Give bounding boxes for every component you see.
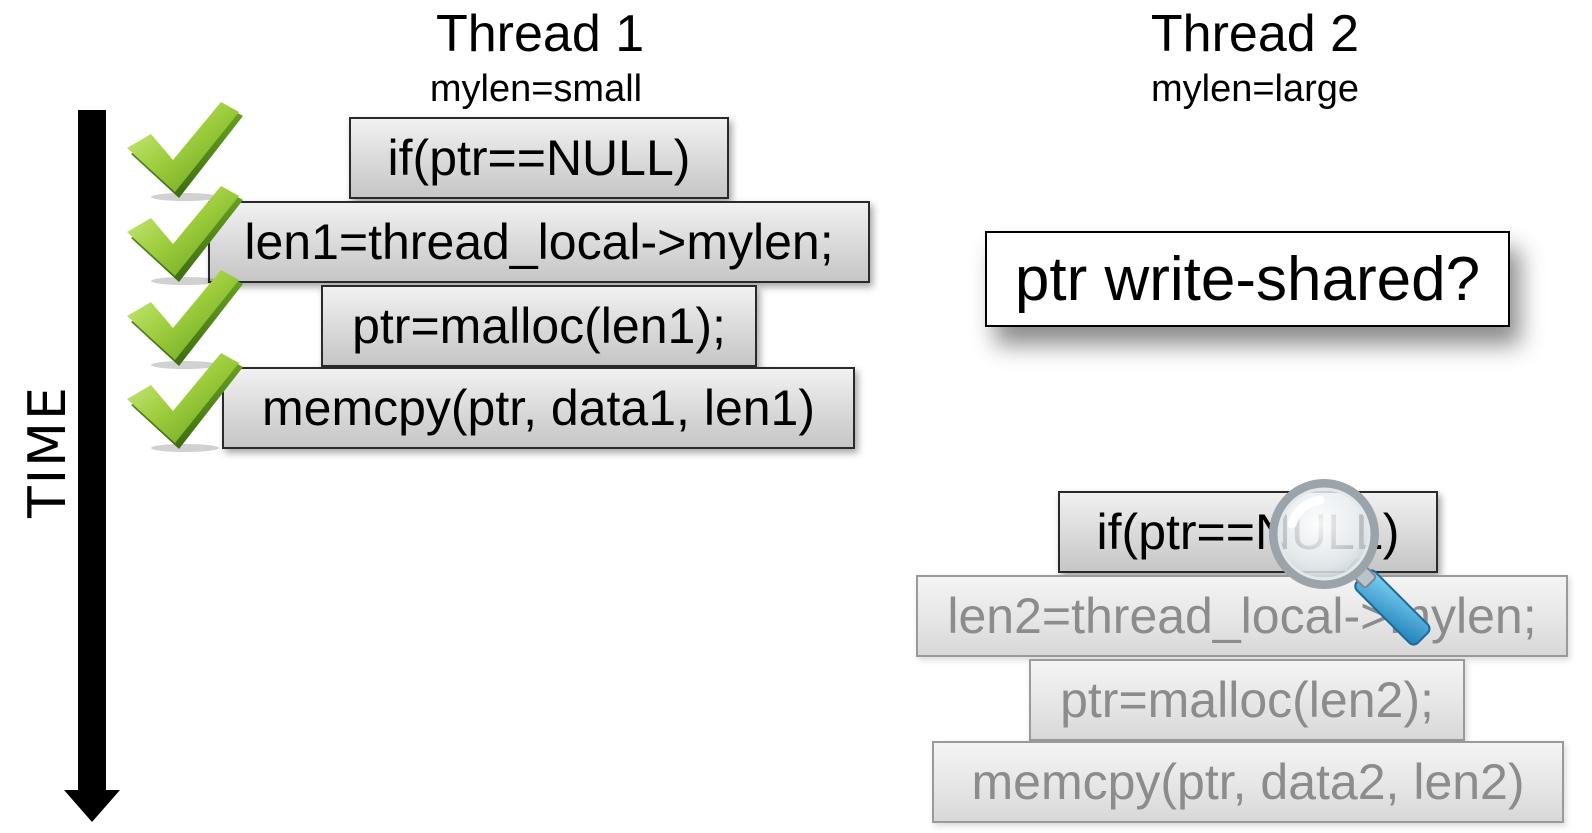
thread2-line-4: memcpy(ptr, data2, len2) xyxy=(932,741,1564,823)
time-label: TIME xyxy=(18,385,78,518)
down-arrow-icon xyxy=(64,110,120,822)
code-text: ptr=malloc(len1); xyxy=(352,298,726,354)
thread1-subtitle: mylen=small xyxy=(429,68,643,110)
thread2-line-2: len2=thread_local->mylen; xyxy=(916,575,1568,657)
magnifying-glass-icon xyxy=(1269,479,1431,646)
thread1-line-4: memcpy(ptr, data1, len1) xyxy=(222,367,855,449)
checkmark-icon xyxy=(127,186,243,285)
thread1-title: Thread 1 xyxy=(436,5,645,63)
code-text: memcpy(ptr, data1, len1) xyxy=(261,380,816,436)
checkmark-icon xyxy=(127,270,243,369)
thread2-subtitle: mylen=large xyxy=(1150,68,1360,110)
code-text: len1=thread_local->mylen; xyxy=(244,214,834,270)
thread2-line-3: ptr=malloc(len2); xyxy=(1029,659,1465,741)
write-shared-callout: ptr write-shared? xyxy=(985,231,1510,327)
code-text: if(ptr==NULL) xyxy=(387,130,691,186)
time-arrow xyxy=(60,110,124,824)
code-text: len2=thread_local->mylen; xyxy=(947,588,1537,644)
callout-text: ptr write-shared? xyxy=(1014,244,1481,314)
checkmark-icon xyxy=(127,353,243,452)
thread1-line-3: ptr=malloc(len1); xyxy=(321,285,757,367)
thread1-line-2: len1=thread_local->mylen; xyxy=(208,201,870,283)
thread2-title: Thread 2 xyxy=(1150,5,1360,63)
code-text: memcpy(ptr, data2, len2) xyxy=(971,754,1525,810)
code-text: ptr=malloc(len2); xyxy=(1060,672,1434,728)
thread1-line-1: if(ptr==NULL) xyxy=(349,117,729,199)
checkmark-icon xyxy=(127,102,243,201)
